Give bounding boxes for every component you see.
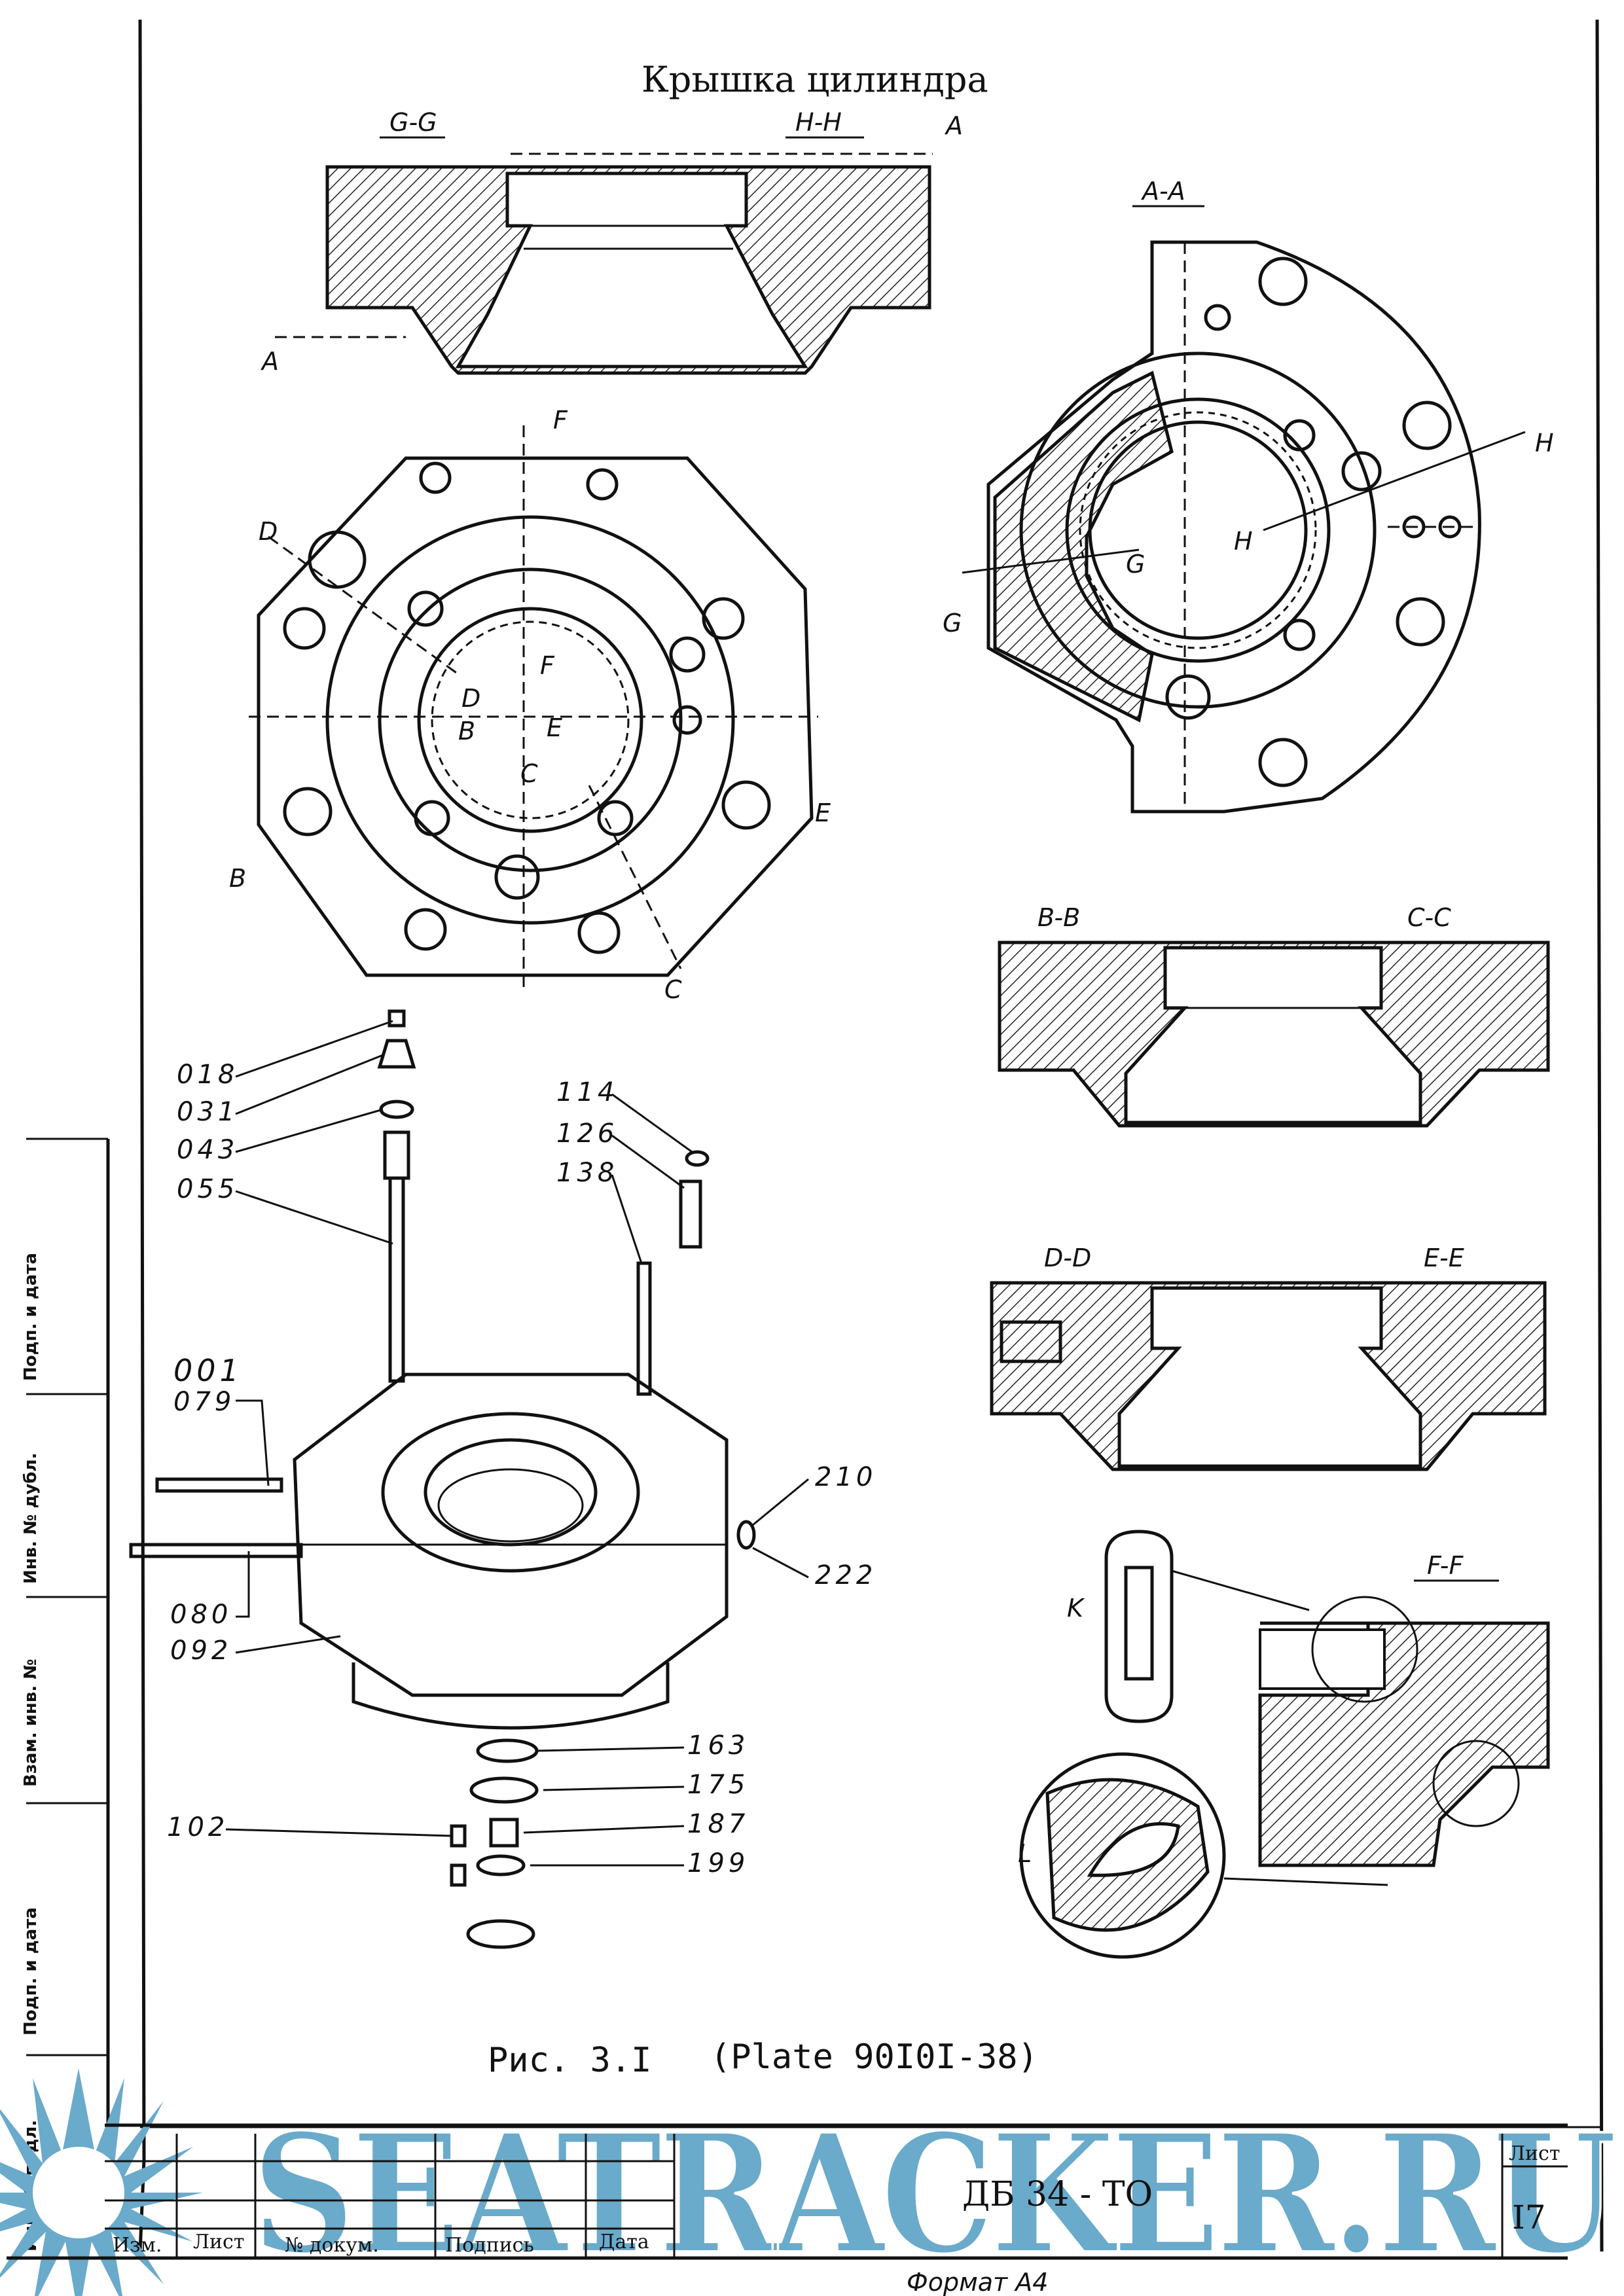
title-block: Изм. Лист № докум. Подпись Дата ДБ 34 - …: [7, 2123, 1568, 2260]
side-stamp-dup-inv: Инв. № дубл.: [21, 1453, 41, 1584]
section-label-gg: G-G: [389, 108, 437, 137]
part-label-080: 080: [170, 1600, 232, 1630]
cut-mark-c: C: [520, 759, 538, 788]
section-ff: F-F K L: [1018, 1530, 1550, 1959]
detail-label-k: K: [1067, 1594, 1085, 1623]
part-label-043: 043: [177, 1135, 238, 1165]
cut-mark-g: G: [943, 609, 962, 637]
cut-mark-c2: C: [664, 975, 682, 1004]
sheet-frame: [138, 19, 1604, 2252]
col-header-izm: Изм.: [113, 2234, 162, 2257]
cut-mark-h: H: [1535, 429, 1554, 457]
part-label-018: 018: [177, 1060, 238, 1090]
section-label-ff: F-F: [1427, 1551, 1464, 1580]
cut-mark-a-top: A: [944, 111, 963, 140]
cut-mark-a-bottom: A: [260, 347, 279, 376]
sheet-number: I7: [1512, 2198, 1546, 2236]
exploded-assembly: 018 031 043 055 001 079 080 092 102 114 …: [129, 1009, 876, 1949]
part-label-102: 102: [167, 1812, 228, 1842]
part-label-163: 163: [687, 1731, 749, 1761]
cut-mark-g2: G: [1126, 550, 1145, 579]
side-stamp-sign-date-2: Подп. и дата: [21, 1907, 41, 2036]
section-label-bb: B-B: [1038, 903, 1080, 932]
part-label-199: 199: [687, 1848, 749, 1878]
section-label-dd: D-D: [1044, 1244, 1091, 1272]
side-stamp-sign-date: Подп. и дата: [21, 1253, 41, 1381]
sunburst-logo: [0, 2068, 203, 2296]
section-label-ee: E-E: [1424, 1244, 1464, 1272]
part-label-126: 126: [556, 1119, 618, 1149]
drawing-title: Крышка цилиндра: [641, 59, 988, 100]
plan-view: D D B B C C E E F F: [229, 406, 831, 1004]
cut-mark-b: B: [458, 717, 475, 745]
sheet-label: Лист: [1509, 2142, 1560, 2165]
part-label-175: 175: [687, 1770, 749, 1800]
part-label-187: 187: [687, 1809, 749, 1839]
col-header-doc: № докум.: [285, 2234, 379, 2257]
cut-mark-f2: F: [540, 651, 555, 680]
section-label-hh: H-H: [795, 108, 842, 137]
part-label-055: 055: [177, 1174, 238, 1204]
section-dd-ee: D-D E-E: [990, 1244, 1547, 1471]
plate-number: (Plate 90I0I-38): [710, 2037, 1038, 2077]
paper-format: Формат А4: [907, 2268, 1048, 2296]
cut-mark-e: E: [547, 713, 562, 742]
cut-mark-d2: D: [461, 684, 480, 713]
part-label-138: 138: [556, 1158, 618, 1188]
part-label-001: 001: [173, 1353, 243, 1388]
part-label-222: 222: [815, 1560, 876, 1590]
side-stamp-replace-inv: Взам. инв. №: [21, 1659, 41, 1787]
figure-caption: Рис. 3.I: [488, 2041, 651, 2080]
section-bb-cc: B-B C-C: [998, 903, 1550, 1128]
document-code: ДБ 34 - ТО: [962, 2175, 1153, 2214]
part-label-210: 210: [815, 1462, 876, 1492]
cut-mark-h2: H: [1234, 527, 1253, 556]
detail-label-l: L: [1018, 1839, 1032, 1868]
part-label-092: 092: [170, 1636, 232, 1666]
section-label-aa: A-A: [1140, 177, 1185, 206]
col-header-list: Лист: [193, 2231, 244, 2253]
col-header-sign: Подпись: [445, 2234, 534, 2257]
part-label-114: 114: [556, 1077, 618, 1107]
cut-mark-d: D: [259, 517, 278, 546]
col-header-date: Дата: [599, 2231, 649, 2253]
cut-mark-f: F: [553, 406, 568, 435]
side-stamp: Подп. и дата Инв. № дубл. Взам. инв. № П…: [21, 1138, 110, 2251]
part-label-031: 031: [177, 1097, 238, 1127]
cut-mark-b2: B: [229, 864, 246, 893]
section-aa: A-A G G H H: [943, 177, 1554, 814]
watermark: SEATRACKER.RU: [0, 2068, 1619, 2296]
cut-mark-e2: E: [815, 798, 831, 827]
part-label-079: 079: [173, 1387, 235, 1417]
section-label-cc: C-C: [1407, 903, 1451, 932]
section-gg-hh: G-G H-H A A: [260, 108, 963, 376]
